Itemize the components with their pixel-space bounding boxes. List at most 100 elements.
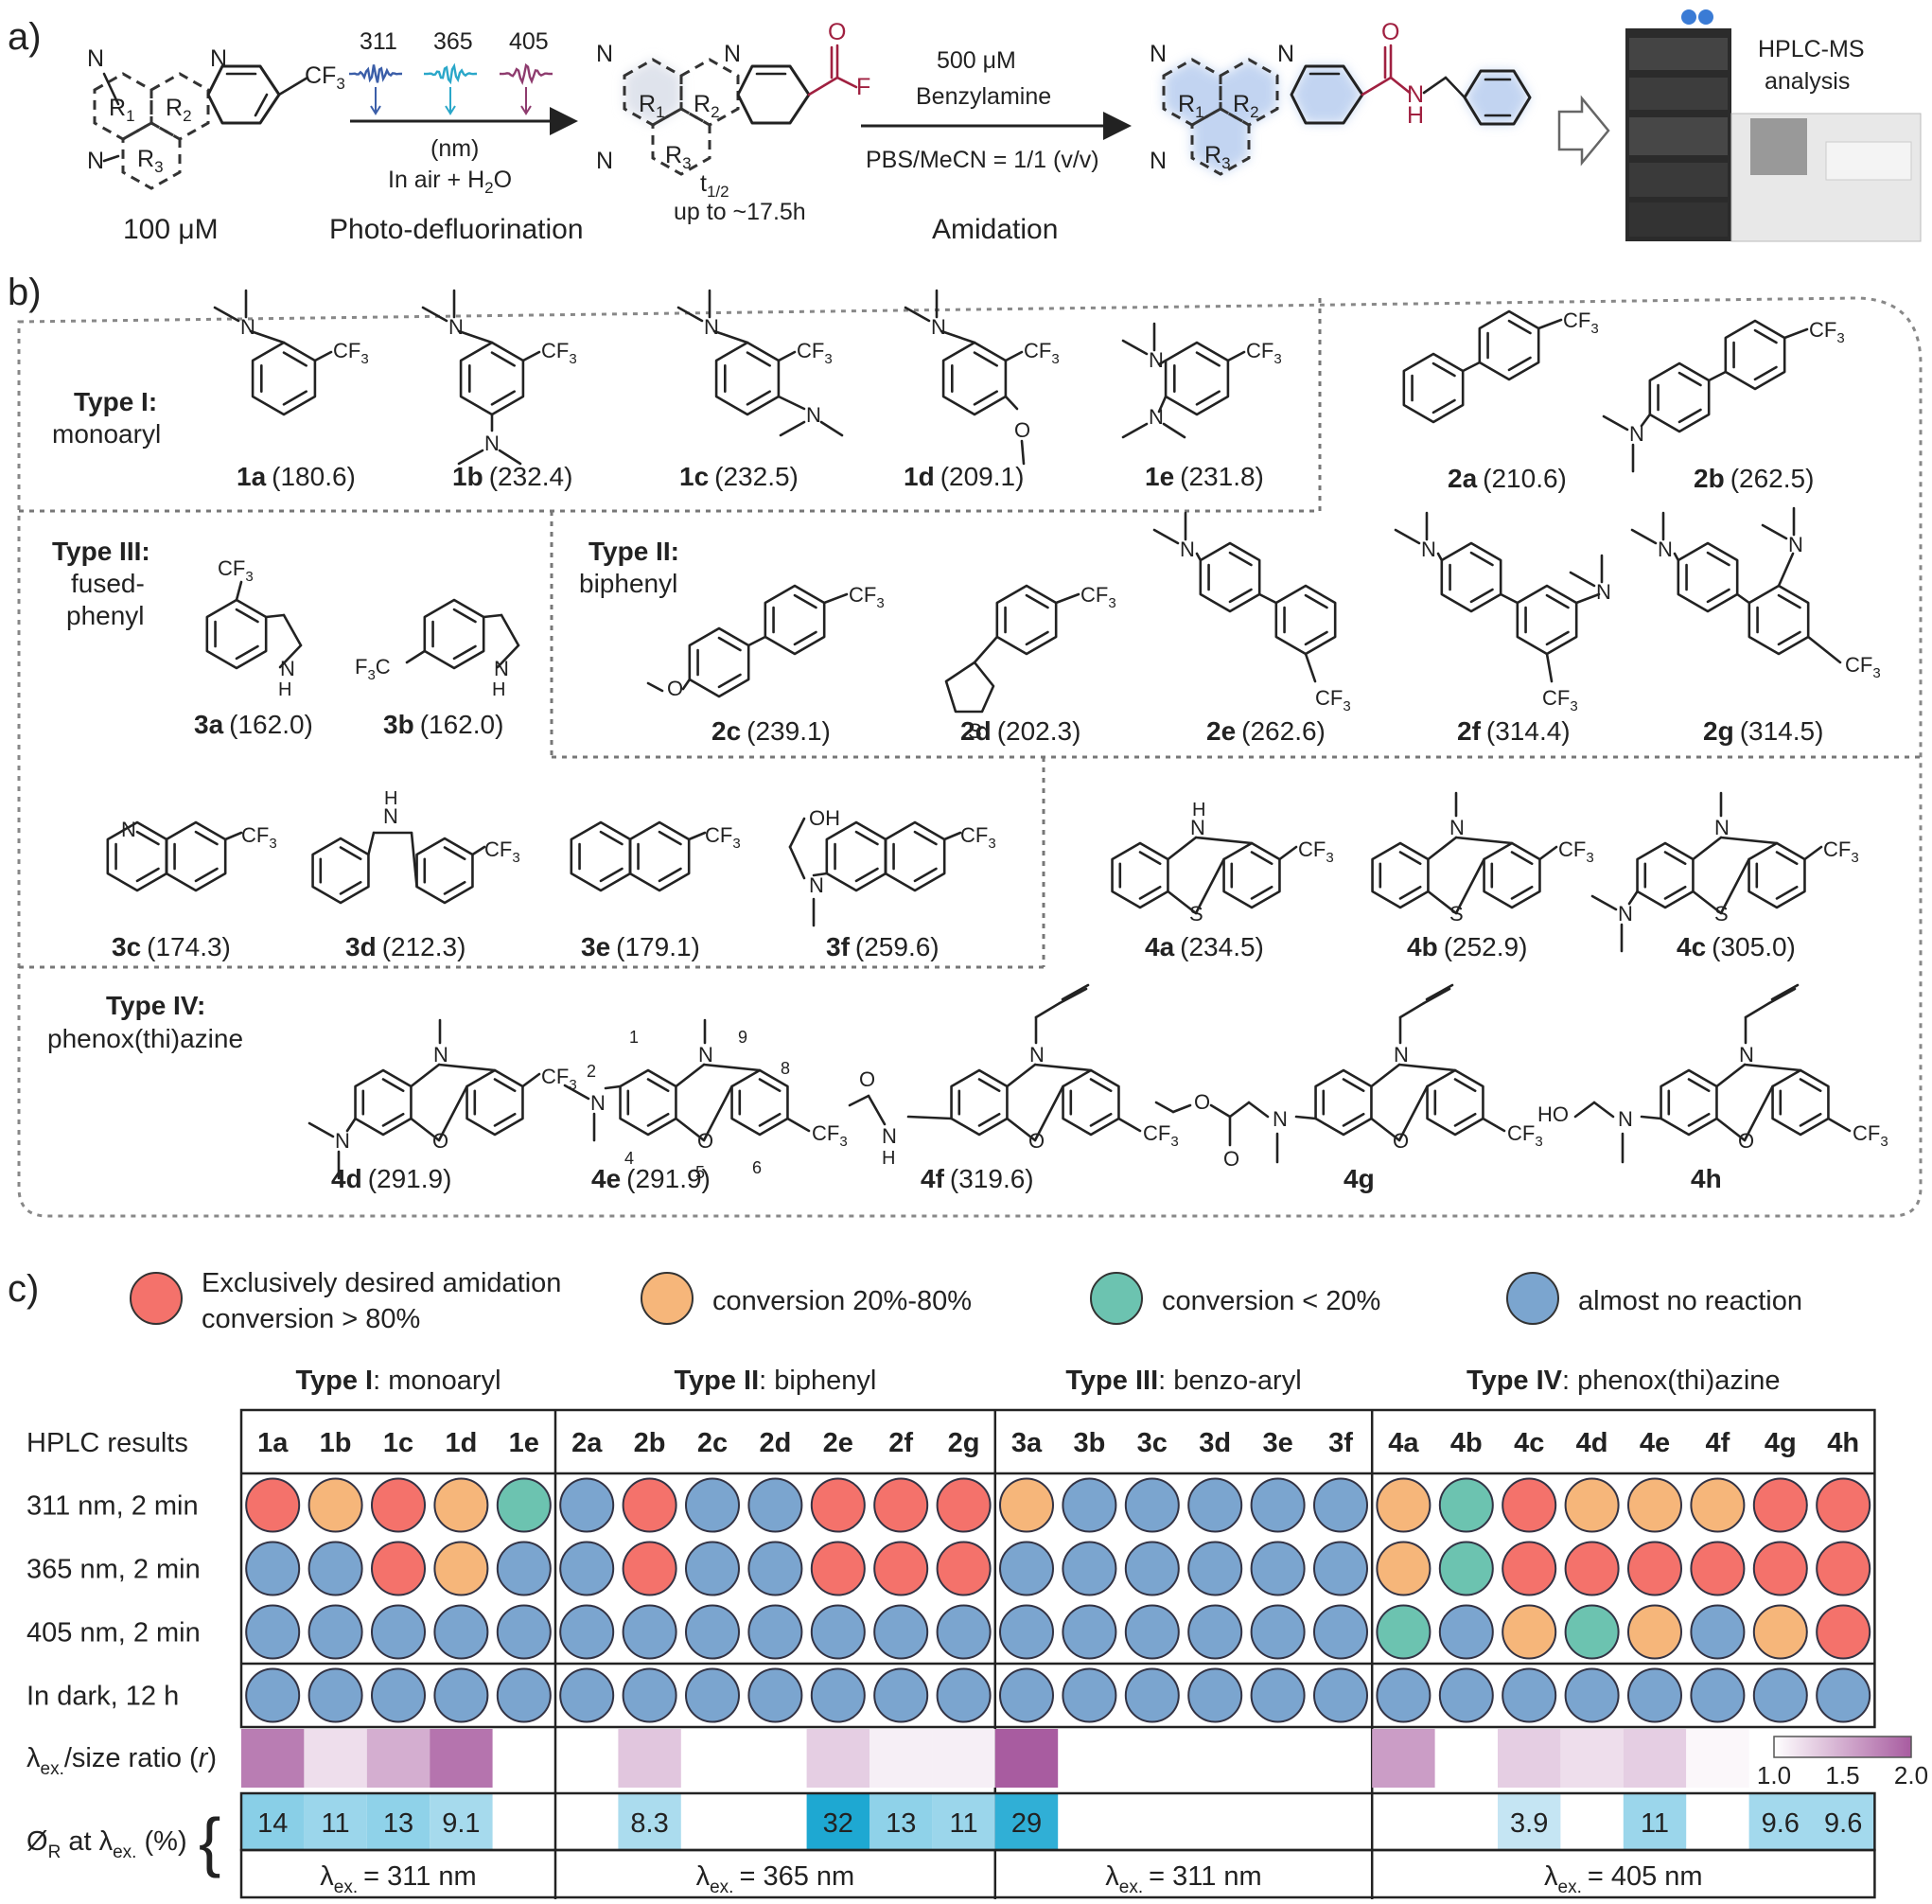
legend-label: almost no reaction	[1578, 1286, 1802, 1316]
result-circle	[999, 1604, 1054, 1660]
atom-n: N	[1273, 1107, 1288, 1131]
atom-n: N	[1658, 538, 1673, 561]
result-circle	[999, 1667, 1054, 1723]
atom-s: S	[968, 719, 982, 743]
ratio-cell	[806, 1729, 869, 1788]
atom-h: H	[882, 1148, 895, 1169]
group-header-bold: Type IV	[1467, 1366, 1563, 1396]
ratio-label-part: λ	[26, 1743, 41, 1773]
double-bond	[646, 1078, 670, 1093]
double-bond	[1799, 1078, 1822, 1093]
atom-n: N	[1190, 816, 1205, 839]
result-circle	[1438, 1477, 1494, 1533]
qy-value: 14	[257, 1808, 288, 1839]
compound-mw: (252.9)	[1444, 932, 1528, 961]
compound-id: 4d	[331, 1164, 362, 1193]
bond	[1602, 414, 1629, 432]
bond	[973, 635, 999, 664]
lambda-subscript: ex.	[334, 1878, 358, 1897]
ring-position-number: 5	[695, 1163, 705, 1182]
result-circle	[1752, 1604, 1808, 1660]
result-circle	[1124, 1667, 1180, 1723]
bond	[702, 1084, 733, 1142]
bond	[1278, 845, 1298, 861]
ratio-row-label: λex./size ratio (r)	[26, 1743, 217, 1779]
double-bond	[443, 880, 466, 895]
double-bond	[1431, 398, 1456, 414]
result-circle	[1250, 1541, 1306, 1596]
compound-label: 3a(162.0)	[194, 710, 313, 739]
bond	[1162, 422, 1186, 439]
column-header: 1b	[320, 1428, 352, 1458]
group-header-rest: : biphenyl	[759, 1366, 876, 1396]
compound-mw: (174.3)	[147, 932, 231, 961]
ring-position-number: 9	[738, 1028, 747, 1047]
bond	[1454, 836, 1514, 845]
double-bond	[452, 608, 477, 624]
qy-cell	[806, 1793, 869, 1850]
result-circle	[1690, 1604, 1746, 1660]
double-bond	[1195, 390, 1221, 406]
qy-value: 9.6	[1762, 1808, 1800, 1839]
ratio-label-part: ex.	[41, 1759, 64, 1779]
excitation-wavelength: λex.= 311 nm	[320, 1861, 476, 1897]
compound-label: 4f(319.6)	[921, 1164, 1034, 1193]
result-circle	[1376, 1541, 1431, 1596]
ratio-label-part: )	[207, 1743, 217, 1773]
group-header-rest: : phenox(thi)azine	[1562, 1366, 1781, 1396]
bond	[788, 845, 806, 880]
cf3-text: CF	[849, 583, 876, 607]
result-circle	[1062, 1541, 1117, 1596]
result-circle	[999, 1477, 1054, 1533]
qy-value: 29	[1011, 1808, 1042, 1839]
column-header: 4c	[1514, 1428, 1544, 1458]
bond	[1171, 1103, 1192, 1114]
lambda-symbol: λ	[1105, 1861, 1119, 1892]
atom-n: N	[882, 1124, 897, 1148]
ratio-cell	[869, 1729, 933, 1788]
result-circle	[1502, 1667, 1557, 1723]
column-header: 2b	[634, 1428, 666, 1458]
bond	[1167, 890, 1198, 915]
result-circle	[496, 1541, 552, 1596]
double-bond	[793, 630, 817, 646]
result-circle	[245, 1541, 301, 1596]
double-bond	[717, 636, 742, 652]
compound-id: 1a	[237, 462, 267, 491]
result-circle	[810, 1604, 866, 1660]
compound-id: 1e	[1145, 462, 1174, 491]
double-bond	[746, 351, 771, 367]
bond	[1054, 592, 1080, 605]
result-circle	[1627, 1604, 1682, 1660]
bond	[1394, 528, 1421, 545]
result-circle	[873, 1667, 929, 1723]
cf3-text: CF	[812, 1121, 839, 1145]
bond	[1422, 987, 1451, 1005]
lambda-symbol: λ	[696, 1861, 711, 1892]
r3-label: R3	[137, 146, 164, 176]
cf3-text: CF	[1809, 318, 1836, 342]
bond	[1777, 552, 1795, 588]
column-header: 4d	[1576, 1428, 1608, 1458]
double-bond	[1138, 851, 1162, 866]
qy-cell	[430, 1793, 493, 1850]
double-bond	[135, 830, 160, 846]
atom-n: N	[1788, 533, 1803, 556]
atom-n: N	[596, 41, 613, 67]
lambda-subscript: ex.	[1558, 1878, 1582, 1897]
compound-label: 4e(291.9)	[591, 1164, 711, 1193]
bond	[1743, 1084, 1774, 1142]
double-bond	[381, 1078, 405, 1093]
result-circle	[622, 1477, 677, 1533]
bond	[1590, 894, 1618, 911]
qy-label-part: Ø	[26, 1826, 48, 1857]
qy-value: 9.6	[1824, 1808, 1862, 1839]
cf3-text: CF	[1143, 1121, 1170, 1145]
atom-n: N	[1149, 405, 1164, 429]
bond	[942, 831, 962, 841]
atom-n: N	[1618, 1107, 1633, 1131]
double-bond	[339, 846, 362, 861]
atom-h: H	[1407, 102, 1424, 129]
column-header: 4b	[1450, 1428, 1483, 1458]
